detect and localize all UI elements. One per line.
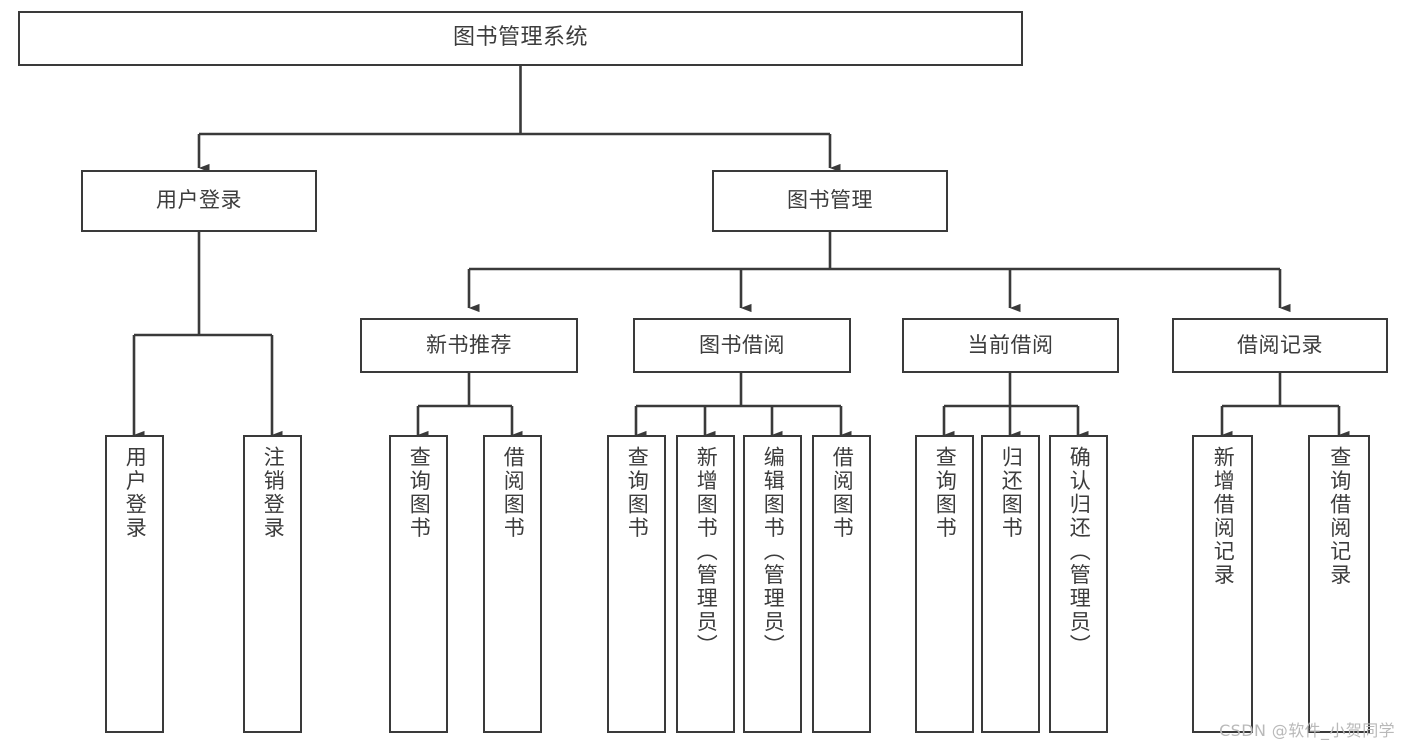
node-book-borrow[interactable]: 图书借阅 <box>633 318 851 373</box>
leaf-record-query-record[interactable]: 查询借阅记录 <box>1308 435 1370 733</box>
node-borrow-record[interactable]: 借阅记录 <box>1172 318 1388 373</box>
watermark: CSDN @软件_小贺同学 <box>1219 721 1395 740</box>
node-label: 新增借阅记录 <box>1211 446 1236 587</box>
leaf-recommend-borrow-book[interactable]: 借阅图书 <box>483 435 542 733</box>
leaf-borrow-add-book-admin[interactable]: 新增图书（管理员） <box>676 435 735 733</box>
node-label: 确认归还（管理员） <box>1067 446 1092 658</box>
node-label: 新书推荐 <box>426 332 512 357</box>
node-label: 查询图书 <box>407 446 432 540</box>
node-label: 编辑图书（管理员） <box>761 446 786 658</box>
node-book-management[interactable]: 图书管理 <box>712 170 948 232</box>
node-label: 新增图书（管理员） <box>694 446 719 658</box>
node-label: 查询图书 <box>625 446 650 540</box>
node-label: 图书管理 <box>787 188 873 213</box>
node-label: 借阅图书 <box>830 446 855 540</box>
node-label: 用户登录 <box>156 188 242 213</box>
node-new-book-recommend[interactable]: 新书推荐 <box>360 318 578 373</box>
node-label: 归还图书 <box>999 446 1024 540</box>
leaf-borrow-query-book[interactable]: 查询图书 <box>607 435 666 733</box>
node-label: 查询借阅记录 <box>1327 446 1352 587</box>
node-label: 当前借阅 <box>967 332 1054 357</box>
node-root-book-management-system[interactable]: 图书管理系统 <box>18 11 1023 66</box>
leaf-user-login-login[interactable]: 用户登录 <box>105 435 164 733</box>
leaf-current-query-book[interactable]: 查询图书 <box>915 435 974 733</box>
leaf-record-add-record[interactable]: 新增借阅记录 <box>1192 435 1253 733</box>
leaf-borrow-borrow-book[interactable]: 借阅图书 <box>812 435 871 733</box>
leaf-current-return-book[interactable]: 归还图书 <box>981 435 1040 733</box>
node-label: 注销登录 <box>261 446 286 540</box>
node-current-borrow[interactable]: 当前借阅 <box>902 318 1119 373</box>
leaf-current-confirm-return-admin[interactable]: 确认归还（管理员） <box>1049 435 1108 733</box>
node-label: 图书借阅 <box>699 332 785 357</box>
node-user-login[interactable]: 用户登录 <box>81 170 317 232</box>
leaf-recommend-query-book[interactable]: 查询图书 <box>389 435 448 733</box>
node-label: 查询图书 <box>933 446 958 540</box>
node-label: 借阅记录 <box>1237 332 1323 357</box>
node-label: 图书管理系统 <box>452 25 588 51</box>
node-label: 用户登录 <box>123 446 148 540</box>
leaf-user-login-logout[interactable]: 注销登录 <box>243 435 302 733</box>
node-label: 借阅图书 <box>501 446 526 540</box>
leaf-borrow-edit-book-admin[interactable]: 编辑图书（管理员） <box>743 435 802 733</box>
